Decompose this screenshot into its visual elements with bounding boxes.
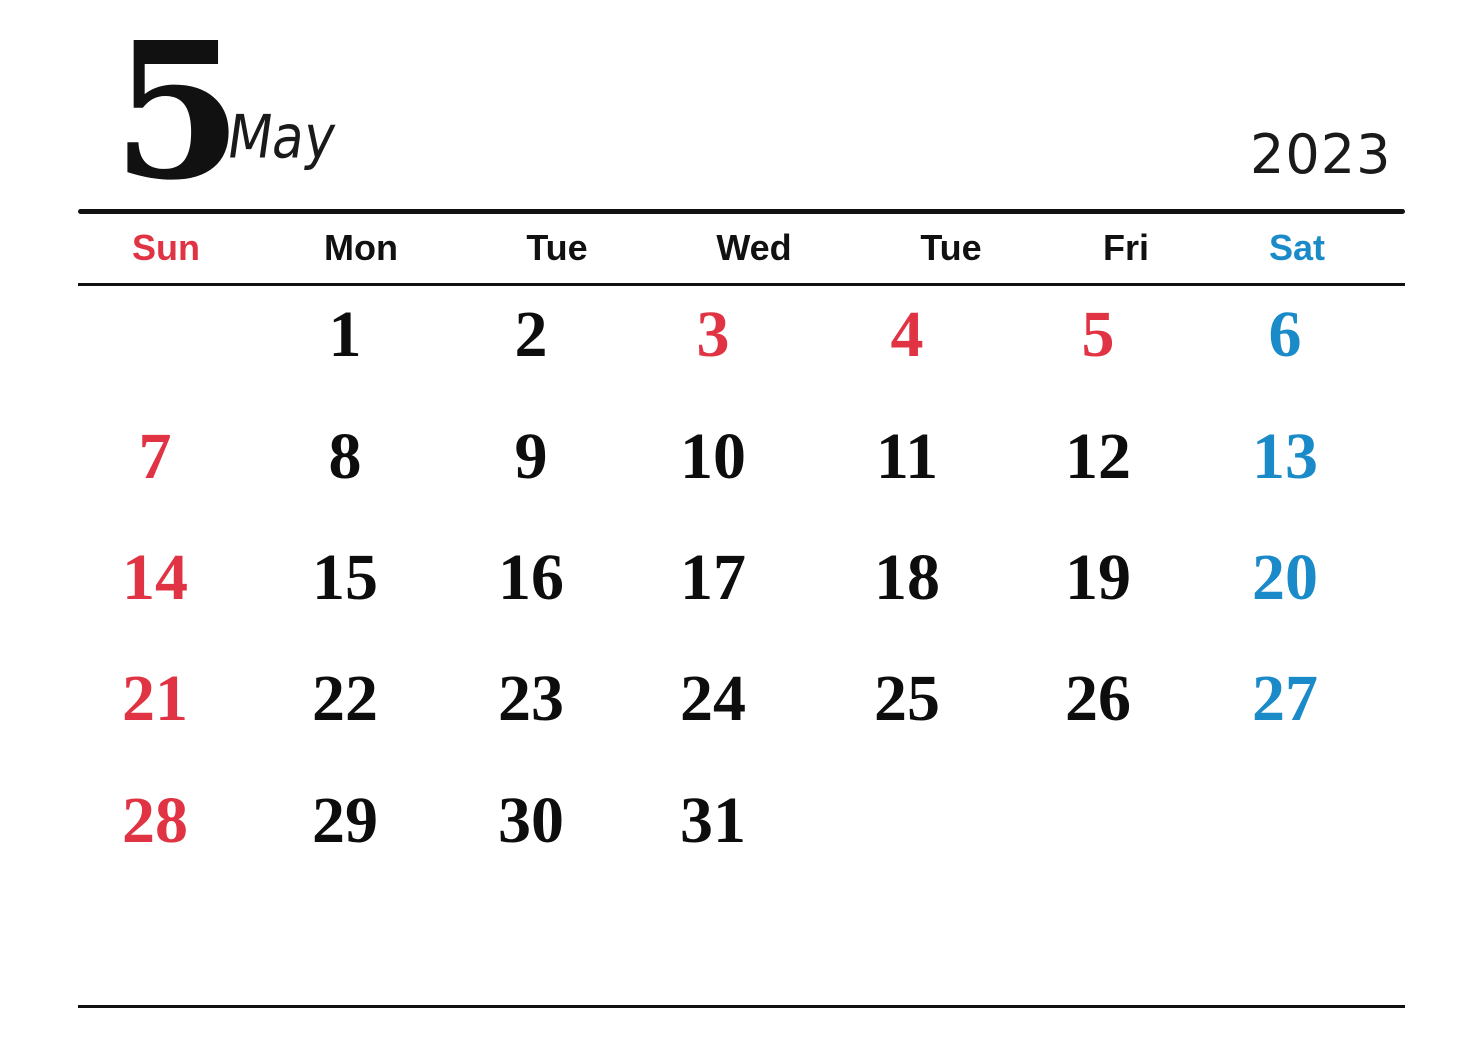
day-cell-22: 22: [312, 662, 378, 735]
day-cell-18: 18: [874, 541, 940, 614]
weekday-fri: Fri: [1102, 227, 1149, 268]
weekday-wed: Wed: [716, 227, 792, 268]
day-cell-4: 4: [890, 298, 924, 371]
day-cell-14: 14: [122, 541, 188, 614]
weekday-sat: Sat: [1268, 227, 1326, 268]
day-cell-31: 31: [680, 784, 746, 857]
day-cell-16: 16: [498, 541, 564, 614]
year-label: 2023: [1250, 123, 1392, 186]
day-cell-19: 19: [1065, 541, 1131, 614]
header-divider-top: [78, 209, 1405, 214]
day-cell-20: 20: [1252, 541, 1318, 614]
day-cell-9: 9: [514, 420, 548, 493]
day-cell-13: 13: [1252, 420, 1318, 493]
day-cell-26: 26: [1065, 662, 1131, 735]
day-cell-12: 12: [1065, 420, 1131, 493]
day-cell-28: 28: [122, 784, 188, 857]
month-number: 5: [112, 1, 243, 222]
day-cell-29: 29: [312, 784, 378, 857]
day-cell-15: 15: [312, 541, 378, 614]
weekday-thu: Tue: [920, 227, 982, 268]
weekday-tue: Tue: [526, 227, 588, 268]
day-cell-27: 27: [1252, 662, 1318, 735]
day-cell-8: 8: [328, 420, 362, 493]
day-cell-7: 7: [138, 420, 172, 493]
month-name: May: [222, 103, 341, 173]
day-cell-6: 6: [1268, 298, 1302, 371]
day-cell-1: 1: [328, 298, 362, 371]
weekday-sun: Sun: [132, 227, 200, 268]
day-cell-25: 25: [874, 662, 940, 735]
day-cell-30: 30: [498, 784, 564, 857]
day-cell-5: 5: [1081, 298, 1115, 371]
day-cell-11: 11: [875, 420, 939, 493]
weekday-mon: Mon: [324, 227, 398, 268]
footer-divider: [78, 1005, 1405, 1008]
day-cell-2: 2: [514, 298, 548, 371]
day-cell-24: 24: [680, 662, 746, 735]
day-cell-17: 17: [680, 541, 746, 614]
day-cell-10: 10: [680, 420, 746, 493]
header-divider-bottom: [78, 283, 1405, 286]
day-cell-23: 23: [498, 662, 564, 735]
day-cell-3: 3: [696, 298, 730, 371]
day-cell-21: 21: [122, 662, 188, 735]
